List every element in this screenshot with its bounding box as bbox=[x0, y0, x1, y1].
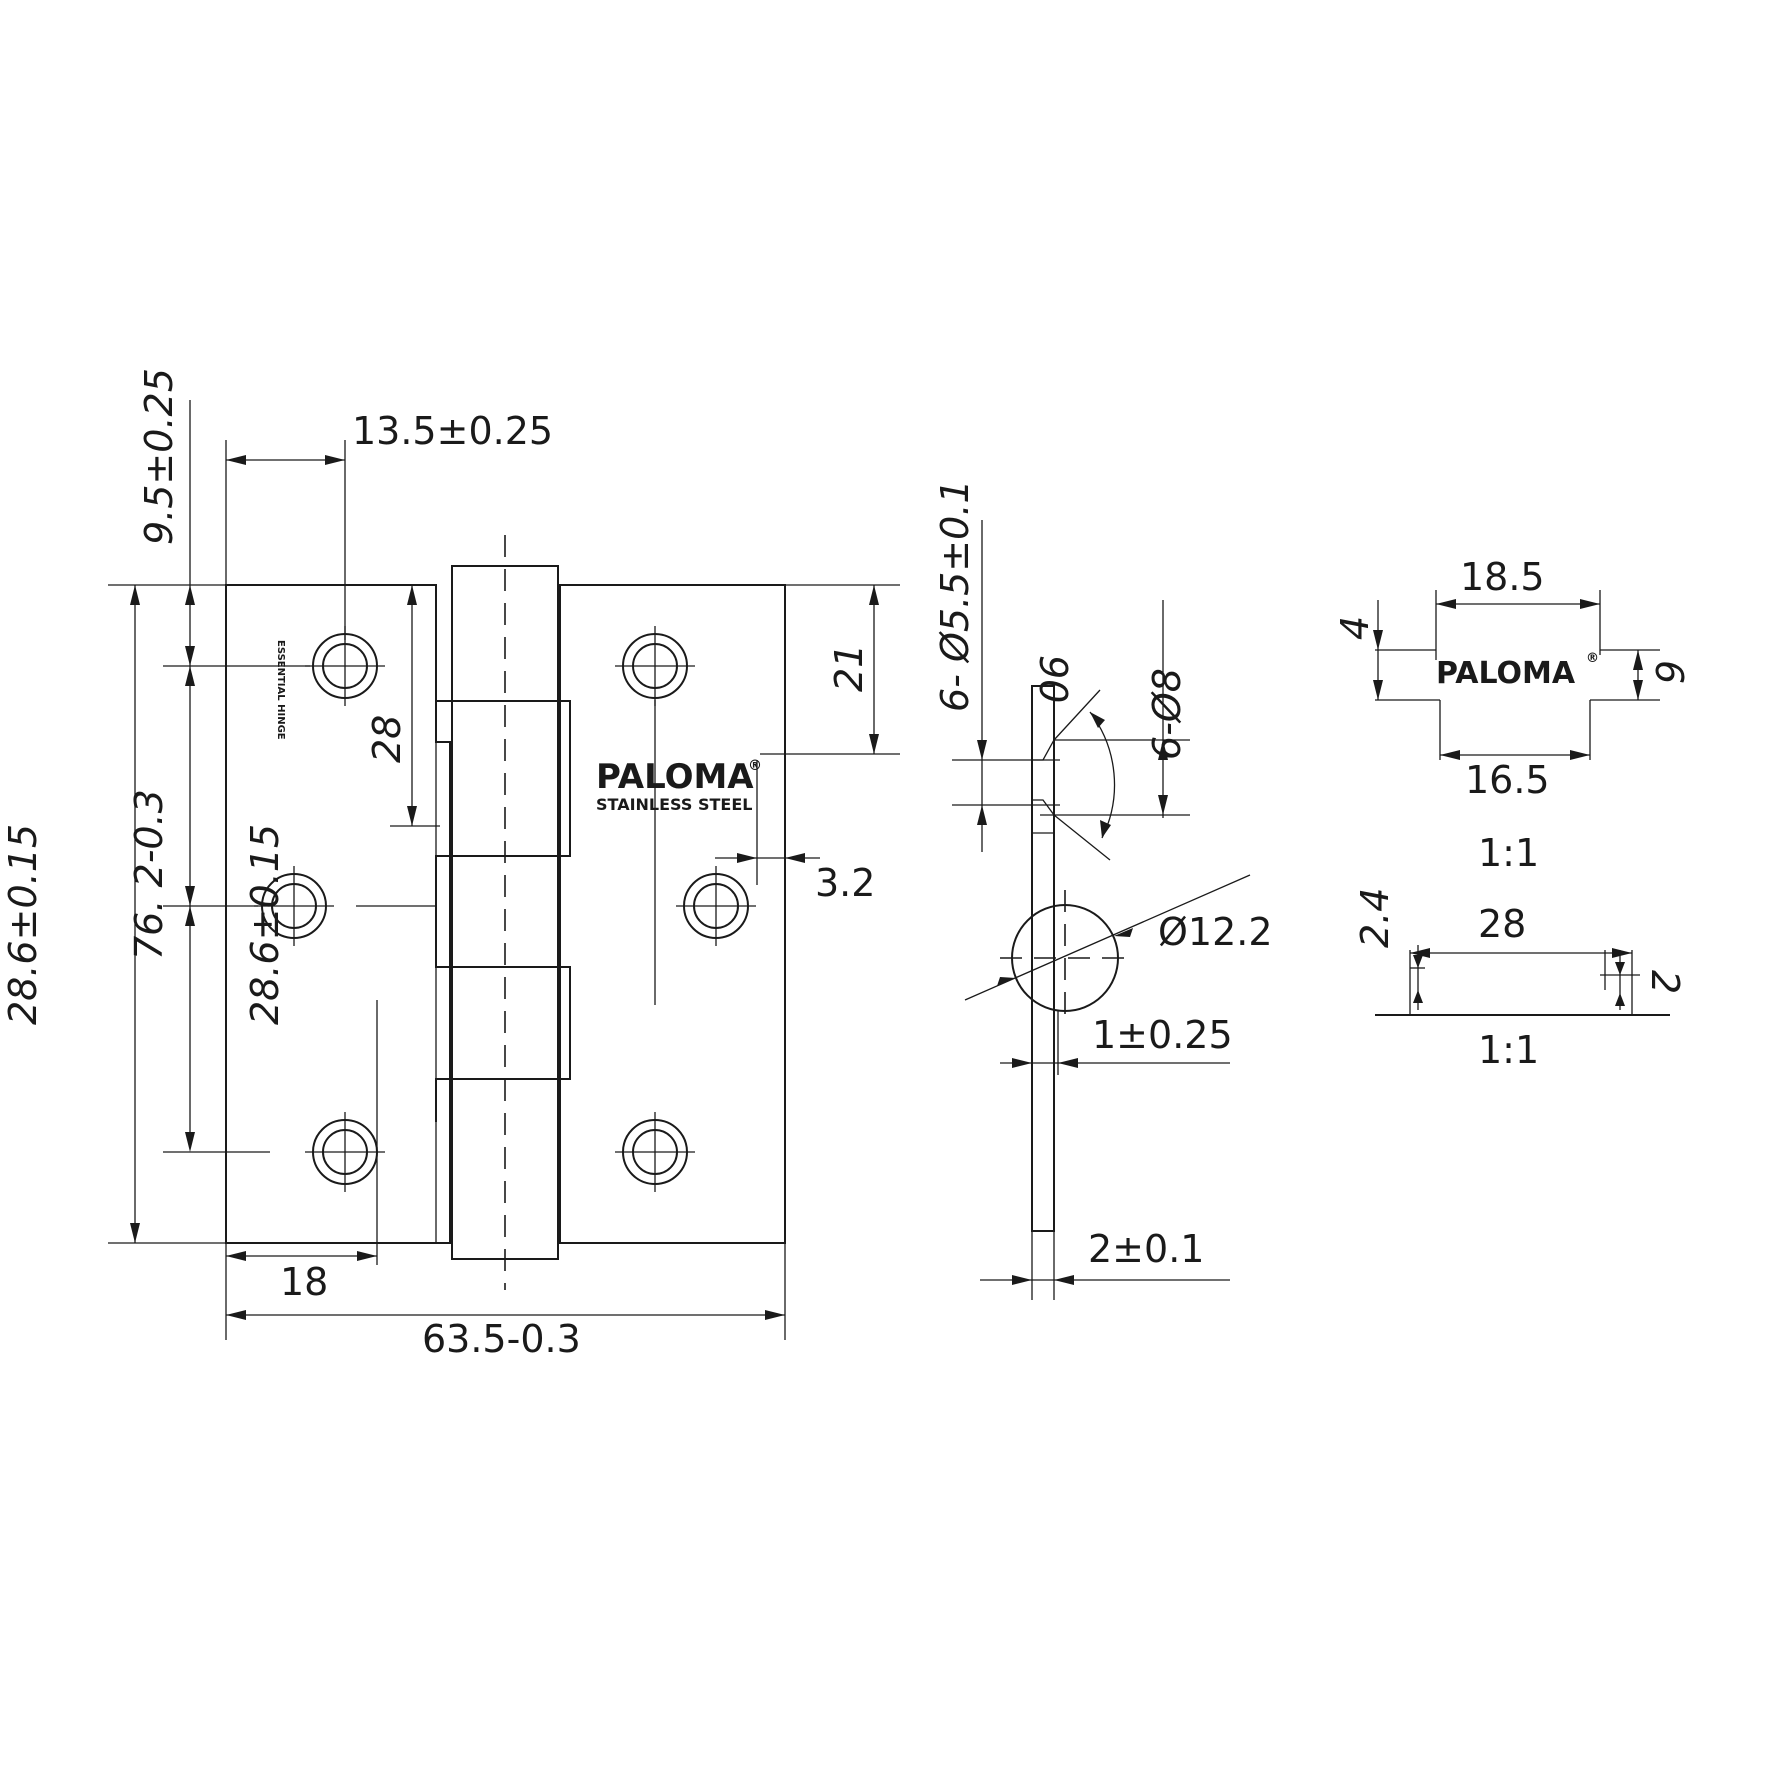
dim-edge: 3.2 bbox=[815, 861, 875, 905]
screw-hole-bottom-left bbox=[305, 1112, 385, 1192]
screw-hole-mid-left bbox=[254, 866, 334, 946]
depth-right: 2 bbox=[1643, 970, 1687, 994]
depth-detail: 28 2.4 2 1:1 bbox=[1353, 888, 1687, 1072]
detail-brand: PALOMA bbox=[1436, 656, 1576, 691]
screw-hole-bottom-right bbox=[615, 1112, 695, 1192]
dim-pin-dia: Ø12.2 bbox=[1158, 910, 1273, 954]
dim-knuckle: 28 bbox=[365, 715, 409, 763]
detail-registered: ® bbox=[1586, 651, 1599, 666]
dim-logo-offset: 21 bbox=[827, 644, 871, 692]
dim-gap: 1±0.25 bbox=[1092, 1013, 1233, 1057]
side-view: 90 6- Ø5.5±0.1 6-Ø8 Ø12.2 1±0.25 bbox=[933, 479, 1273, 1300]
dim-hole-dia: 6- Ø5.5±0.1 bbox=[933, 479, 977, 712]
knuckle-segment-top bbox=[435, 700, 571, 857]
dim-csk-angle: 90 bbox=[1031, 655, 1075, 703]
logo-detail: PALOMA ® 18.5 16.5 4 6 1:1 bbox=[1333, 555, 1691, 875]
dim-pitch-inner: 28.6±0.15 bbox=[243, 824, 287, 1025]
dim-hole-x: 13.5±0.25 bbox=[352, 409, 553, 453]
leaf-material: STAINLESS STEEL bbox=[596, 795, 752, 814]
dim-pitch-outer: 28.6±0.15 bbox=[1, 824, 45, 1025]
screw-hole-top-right bbox=[615, 626, 695, 706]
detail-left-height: 4 bbox=[1333, 616, 1377, 640]
front-view: PALOMA ® STAINLESS STEEL ESSENTIAL HINGE… bbox=[1, 368, 900, 1361]
dim-csk-dia: 6-Ø8 bbox=[1145, 668, 1189, 760]
leaf-registered: ® bbox=[748, 758, 762, 774]
detail-bottom-width: 16.5 bbox=[1465, 758, 1550, 802]
dim-top-offset: 9.5±0.25 bbox=[137, 368, 181, 545]
depth-scale: 1:1 bbox=[1478, 1028, 1539, 1072]
depth-width: 28 bbox=[1478, 902, 1526, 946]
dim-height: 76. 2-0.3 bbox=[127, 789, 171, 960]
dim-thickness: 2±0.1 bbox=[1088, 1227, 1204, 1271]
screw-hole-mid-right bbox=[676, 866, 756, 946]
detail-scale: 1:1 bbox=[1478, 831, 1539, 875]
detail-right-height: 6 bbox=[1647, 660, 1691, 684]
detail-top-width: 18.5 bbox=[1460, 555, 1545, 599]
right-leaf-outline bbox=[559, 584, 786, 1244]
dim-bottom-18: 18 bbox=[280, 1260, 328, 1304]
dim-width: 63.5-0.3 bbox=[422, 1317, 581, 1361]
knuckle-segment-mid bbox=[435, 855, 451, 968]
leaf-essential: ESSENTIAL HINGE bbox=[275, 640, 286, 740]
knuckle-segment-low bbox=[435, 966, 571, 1122]
depth-left: 2.4 bbox=[1353, 888, 1397, 948]
leaf-brand: PALOMA bbox=[596, 757, 754, 797]
